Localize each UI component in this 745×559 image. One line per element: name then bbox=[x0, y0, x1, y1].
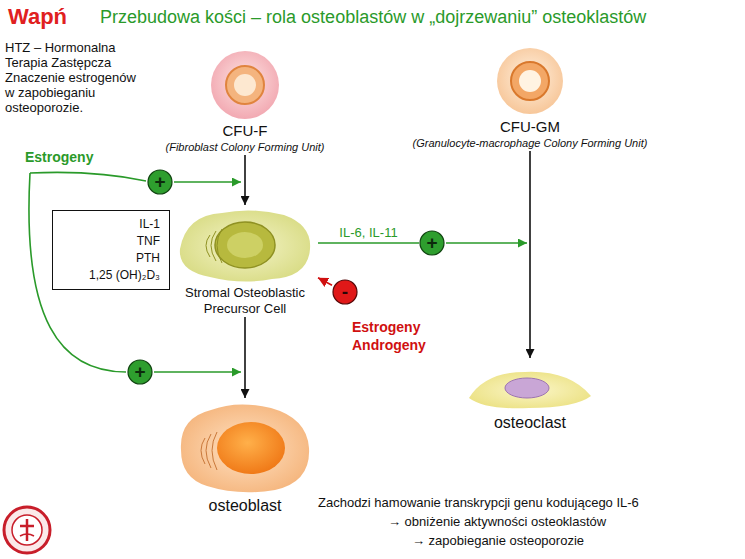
university-seal bbox=[4, 507, 50, 553]
factor-box: IL-1TNFPTH1,25 (OH)₂D₃ bbox=[52, 210, 170, 290]
cell-picture bbox=[175, 398, 315, 496]
note-text: → obniżenie aktywności osteoklastów bbox=[388, 514, 606, 529]
stimulation-sign: + bbox=[419, 230, 445, 256]
cell-picture bbox=[145, 48, 345, 122]
edge-label: IL-6, IL-11 bbox=[337, 225, 399, 240]
node-text: 1,25 (OH)₂D₃ bbox=[62, 267, 160, 284]
stem-cell: CFU-GM(Granulocyte-macrophage Colony For… bbox=[370, 44, 690, 151]
node-text: Stromal Osteoblastic Precursor Cell bbox=[172, 285, 318, 317]
sign-text: + bbox=[127, 359, 153, 385]
label-holder: → zapobieganie osteoporozie bbox=[412, 533, 584, 548]
bone-cell: osteoclast bbox=[465, 358, 595, 432]
node-text: CFU-GM bbox=[370, 118, 690, 136]
label-holder: Wapń bbox=[8, 4, 67, 30]
label-holder: Zachodzi hamowanie transkrypcji genu kod… bbox=[318, 495, 639, 510]
cell-picture bbox=[370, 44, 690, 118]
edge-label-holder: IL-6, IL-11 bbox=[337, 225, 399, 240]
node-text: IL-1 bbox=[62, 216, 160, 233]
estrogen-line bbox=[30, 172, 146, 181]
bone-cell: osteoblast bbox=[175, 398, 315, 515]
connector bbox=[529, 151, 531, 358]
node-text: (Granulocyte-macrophage Colony Forming U… bbox=[370, 136, 690, 151]
inhibition-sign: - bbox=[332, 279, 358, 305]
node-text: CFU-F bbox=[145, 122, 345, 140]
title-holder: Przebudowa kości – rola osteoblastów w „… bbox=[100, 7, 646, 28]
sign-text: + bbox=[147, 169, 173, 195]
note-text: Zachodzi hamowanie transkrypcji genu kod… bbox=[318, 495, 639, 510]
note-text: HTZ – Hormonalna Terapia Zastępcza Znacz… bbox=[5, 40, 145, 115]
diagram-title: Przebudowa kości – rola osteoblastów w „… bbox=[100, 7, 646, 28]
label-holder: Estrogeny bbox=[25, 149, 93, 165]
sign-text: + bbox=[419, 230, 445, 256]
node-text: osteoclast bbox=[465, 413, 595, 432]
connector bbox=[244, 317, 246, 398]
cell-picture bbox=[465, 358, 595, 413]
label-holder: → obniżenie aktywności osteoklastów bbox=[388, 514, 606, 529]
label-holder: Estrogeny Androgeny bbox=[352, 318, 447, 354]
connector bbox=[318, 278, 332, 285]
stimulation-sign: + bbox=[127, 359, 153, 385]
node-text: PTH bbox=[62, 250, 160, 267]
label-holder: HTZ – Hormonalna Terapia Zastępcza Znacz… bbox=[5, 40, 145, 115]
connector bbox=[244, 155, 246, 205]
node-text: TNF bbox=[62, 233, 160, 250]
note-text: → zapobieganie osteoporozie bbox=[412, 533, 584, 548]
estrogen-arrow bbox=[174, 181, 241, 183]
estrogen-arrow bbox=[154, 371, 241, 373]
section-title: Wapń bbox=[8, 4, 67, 30]
stem-cell: CFU-F(Fibroblast Colony Forming Unit) bbox=[145, 48, 345, 155]
precursor-cell: Stromal Osteoblastic Precursor Cell bbox=[172, 205, 318, 317]
connector bbox=[318, 242, 419, 244]
hormone-label: Estrogeny bbox=[25, 149, 93, 165]
stimulation-sign: + bbox=[147, 169, 173, 195]
sign-text: - bbox=[332, 279, 358, 305]
cell-picture bbox=[172, 205, 318, 285]
hormone-label: Estrogeny Androgeny bbox=[352, 318, 447, 354]
node-text: osteoblast bbox=[175, 496, 315, 515]
node-text: (Fibroblast Colony Forming Unit) bbox=[145, 140, 345, 155]
cytokine-arrow bbox=[446, 242, 527, 244]
